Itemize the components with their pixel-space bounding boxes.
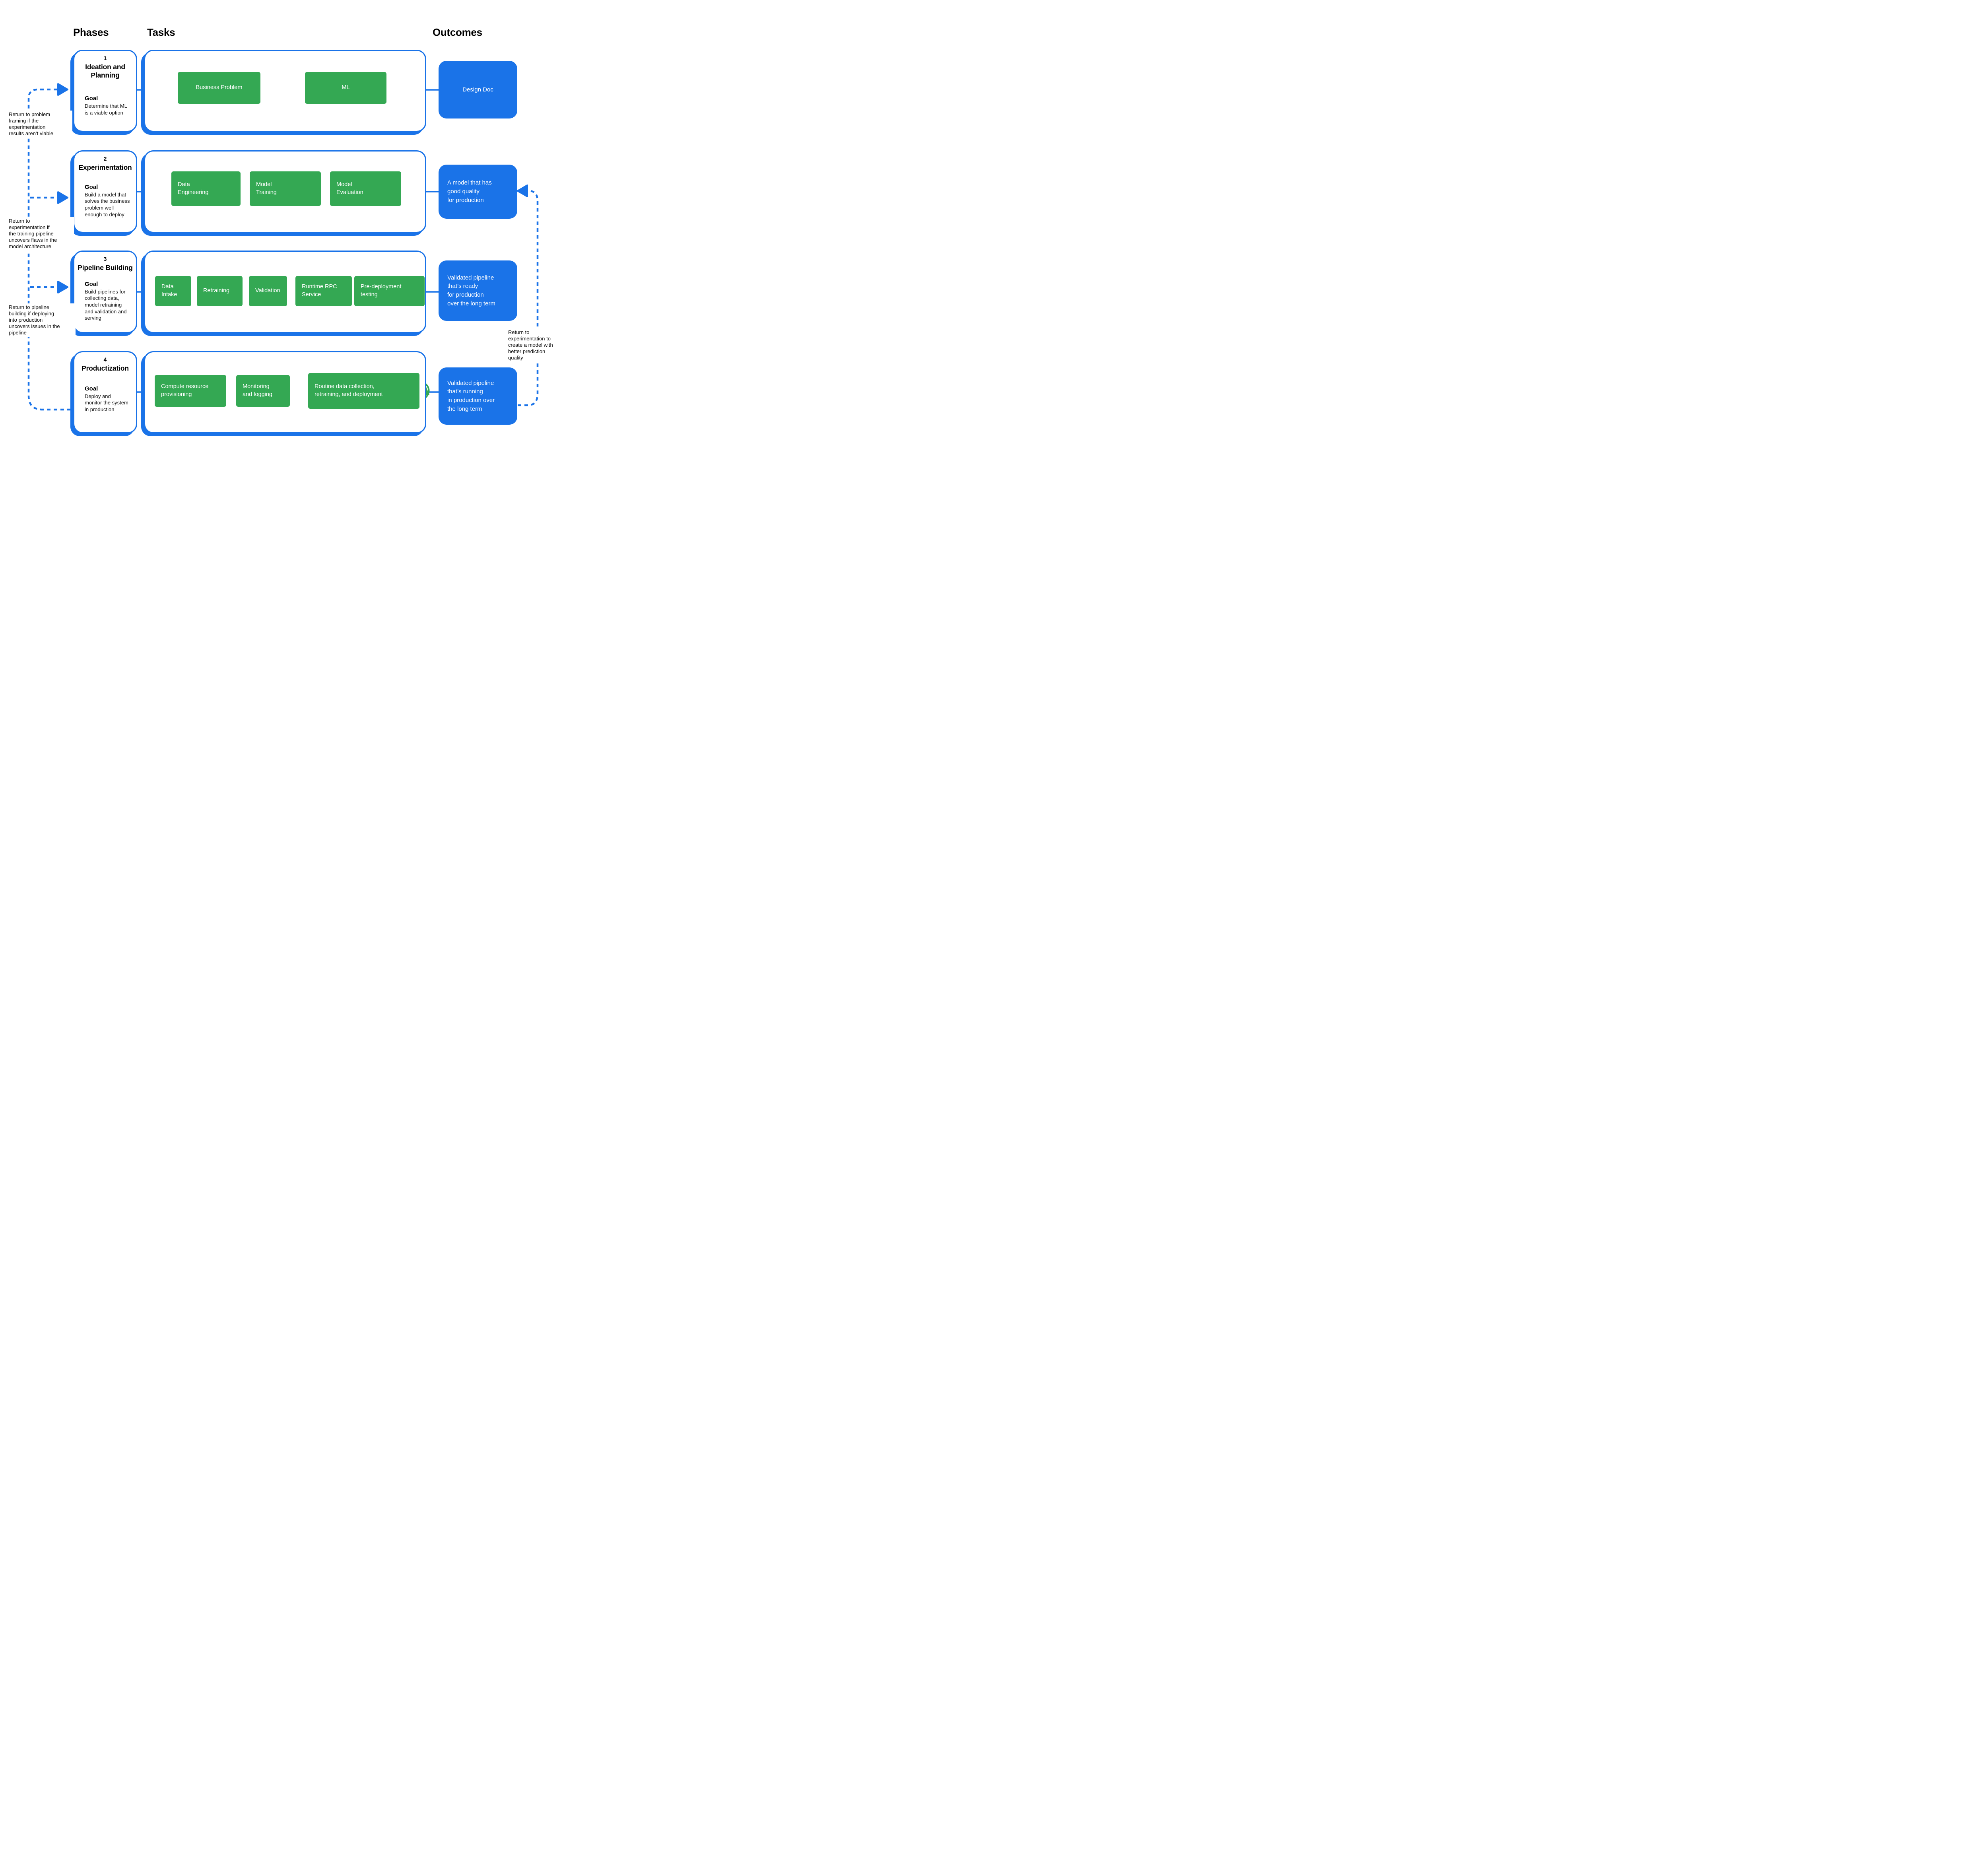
outcomes-column-header: Outcomes bbox=[433, 26, 482, 38]
goal-text: Build pipelines for collecting data, mod… bbox=[85, 288, 127, 321]
outcome-good-quality-model: A model that has good quality for produc… bbox=[439, 165, 517, 219]
task-model-training: Model Training bbox=[250, 171, 321, 206]
right-return-path bbox=[518, 190, 539, 406]
task-routine-data-collection: Routine data collection, retraining, and… bbox=[308, 373, 419, 409]
phase-box-experimentation: 2 Experimentation Goal Build a model tha… bbox=[73, 150, 137, 233]
annotation-return-to-problem-framing: Return to problem framing if the experim… bbox=[9, 111, 72, 138]
return-arrow-right-icon bbox=[57, 83, 68, 96]
goal-label: Goal bbox=[85, 95, 98, 102]
task-monitoring-and-logging: Monitoring and logging bbox=[236, 375, 290, 407]
goal-text: Build a model that solves the business p… bbox=[85, 191, 130, 218]
phase-title: Ideation and Planning bbox=[85, 63, 125, 79]
phase-box-productization: 4 Productization Goal Deploy and monitor… bbox=[73, 351, 137, 433]
goal-label: Goal bbox=[85, 183, 98, 190]
outcome-design-doc: Design Doc bbox=[439, 61, 517, 118]
mlops-phases-diagram: Phases Tasks Outcomes 1 Ideation and Pla… bbox=[0, 0, 564, 465]
phase-box-ideation: 1 Ideation and Planning Goal Determine t… bbox=[73, 50, 137, 132]
task-model-evaluation: Model Evaluation bbox=[330, 171, 401, 206]
row-connectors bbox=[137, 89, 439, 393]
goal-text: Deploy and monitor the system in product… bbox=[85, 393, 128, 412]
phase-title: Productization bbox=[82, 364, 129, 372]
annotation-return-to-pipeline-building: Return to pipeline building if deploying… bbox=[9, 303, 76, 337]
outcome-validated-pipeline-running: Validated pipeline that’s running in pro… bbox=[439, 367, 517, 425]
task-links bbox=[191, 87, 354, 392]
task-validation: Validation bbox=[249, 276, 287, 306]
phase-title: Pipeline Building bbox=[78, 264, 133, 272]
phases-column-header: Phases bbox=[73, 26, 109, 38]
phase-title: Experimentation bbox=[78, 163, 132, 171]
task-pre-deployment-testing: Pre-deployment testing bbox=[354, 276, 425, 306]
annotation-return-to-experimentation-quality: Return to experimentation to create a mo… bbox=[508, 328, 562, 362]
return-arrow-right-icon bbox=[57, 191, 68, 204]
goal-label: Goal bbox=[85, 280, 98, 288]
return-arrow-left-icon bbox=[517, 185, 528, 197]
phase-number: 3 bbox=[103, 256, 107, 262]
tasks-column-header: Tasks bbox=[147, 26, 175, 38]
task-ml: ML bbox=[305, 72, 386, 104]
goal-text: Determine that ML is a viable option bbox=[85, 103, 127, 116]
task-retraining: Retraining bbox=[197, 276, 243, 306]
phase-number: 4 bbox=[103, 356, 107, 363]
phase-number: 1 bbox=[103, 55, 107, 61]
annotation-return-to-experimentation: Return to experimentation if the trainin… bbox=[9, 217, 74, 251]
task-data-intake: Data Intake bbox=[155, 276, 191, 306]
task-data-engineering: Data Engineering bbox=[171, 171, 241, 206]
phase-box-pipeline-building: 3 Pipeline Building Goal Build pipelines… bbox=[73, 251, 137, 333]
phase-number: 2 bbox=[103, 155, 107, 162]
task-compute-resource-provisioning: Compute resource provisioning bbox=[155, 375, 226, 407]
task-business-problem: Business Problem bbox=[178, 72, 260, 104]
outcome-validated-pipeline-ready: Validated pipeline that’s ready for prod… bbox=[439, 260, 517, 321]
goal-label: Goal bbox=[85, 385, 98, 392]
return-arrow-right-icon bbox=[57, 281, 68, 293]
task-runtime-rpc-service: Runtime RPC Service bbox=[295, 276, 352, 306]
